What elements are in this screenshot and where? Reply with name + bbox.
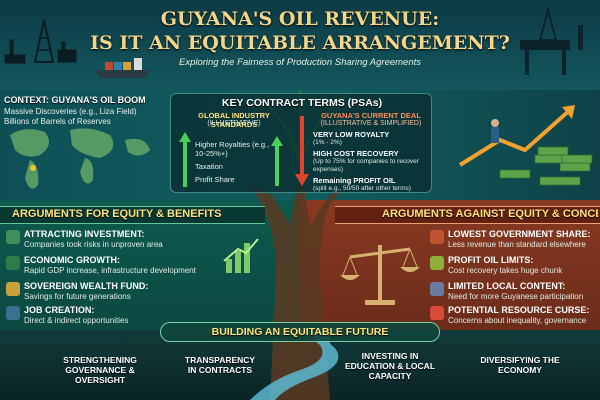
future-item: STRENGTHENING GOVERNANCE & OVERSIGHT: [63, 355, 137, 385]
against-item-title: PROFIT OIL LIMITS:: [448, 255, 534, 265]
global-item: Profit Share: [195, 175, 235, 184]
for-item-detail: Companies took risks in unproven area: [24, 240, 163, 249]
against-item-title: POTENTIAL RESOURCE CURSE:: [448, 305, 590, 315]
money-growth-illustration: [458, 105, 593, 186]
global-items: Higher Royalties (e.g., 10-25%+) Taxatio…: [195, 140, 273, 184]
contract-title: KEY CONTRACT TERMS (PSAs): [221, 97, 383, 109]
bar-chart-icon: [223, 238, 259, 273]
deal-item-detail: (split e.g., 50/50 after other terms): [313, 185, 411, 192]
subtitle: Exploring the Fairness of Production Sha…: [178, 57, 422, 68]
future-title: BUILDING AN EQUITABLE FUTURE: [211, 326, 389, 338]
against-title-bar: [335, 206, 600, 224]
deal-item-title: VERY LOW ROYALTY: [313, 130, 390, 139]
against-item-detail: Cost recovery takes huge chunk: [448, 266, 563, 275]
against-item-title: LOWEST GOVERNMENT SHARE:: [448, 229, 591, 239]
context-panel: CONTEXT: GUYANA'S OIL BOOM Massive Disco…: [0, 95, 160, 195]
people-icon: [430, 282, 444, 296]
against-item-detail: Concerns about inequality, governance: [448, 316, 587, 325]
for-item-title: SOVEREIGN WEALTH FUND:: [24, 281, 149, 291]
up-arrow-icon: [271, 136, 283, 186]
cash-icon: [430, 256, 444, 270]
workers-icon: [6, 306, 20, 320]
for-item-detail: Savings for future generations: [24, 292, 131, 301]
balance-scale-icon: [340, 245, 420, 305]
global-item: Taxation: [195, 162, 223, 171]
offshore-platform-icon: [520, 6, 583, 75]
investment-icon: [6, 230, 20, 244]
for-item-title: ECONOMIC GROWTH:: [24, 255, 120, 265]
title-line-1: GUYANA'S OIL REVENUE:: [160, 8, 440, 30]
context-title: CONTEXT: GUYANA'S OIL BOOM: [4, 95, 146, 105]
warning-icon: [430, 306, 444, 320]
against-panel: ARGUMENTS AGAINST EQUITY & CONCERNS LOWE…: [330, 200, 600, 330]
bank-icon: [6, 282, 20, 296]
contract-panel: KEY CONTRACT TERMS (PSAs) GLOBAL INDUSTR…: [170, 93, 432, 193]
for-item-detail: Rapid GDP increase, infrastructure devel…: [24, 266, 196, 275]
future-title-bar: [160, 322, 440, 342]
location-pin-icon: [30, 165, 36, 171]
deal-subtitle: (ILLUSTRATIVE & SIMPLIFIED): [320, 120, 422, 127]
deal-item-title: Remaining PROFIT OIL: [313, 176, 396, 185]
future-item: TRANSPARENCY IN CONTRACTS: [184, 355, 256, 375]
deal-item-detail: (1% - 2%): [313, 139, 342, 146]
against-item-title: LIMITED LOCAL CONTENT:: [448, 281, 566, 291]
global-title: GLOBAL INDUSTRY STANDARDS: [198, 111, 270, 129]
against-item-detail: Less revenue than standard elsewhere: [448, 240, 586, 249]
deal-items: VERY LOW ROYALTY (1% - 2%) HIGH COST REC…: [313, 130, 431, 193]
context-line-2: Billions of Barrels of Reserves: [4, 117, 111, 126]
against-item-detail: Need for more Guyanese participation: [448, 292, 584, 301]
context-line-1: Massive Discoveries (e.g., Liza Field): [4, 107, 137, 116]
up-arrow-icon: [179, 132, 191, 187]
down-chart-icon: [430, 230, 444, 244]
future-item: DIVERSIFYING THE ECONOMY: [480, 355, 560, 375]
future-item: INVESTING IN EDUCATION & LOCAL CAPACITY: [344, 351, 436, 381]
for-title: ARGUMENTS FOR EQUITY & BENEFITS: [12, 208, 222, 220]
for-item-title: ATTRACTING INVESTMENT:: [24, 229, 145, 239]
ship-icon: [95, 58, 150, 78]
deal-item-title: HIGH COST RECOVERY: [313, 149, 399, 158]
river: [250, 328, 345, 400]
deal-item-detail: (Up to 75% for companies to recover expe…: [313, 158, 419, 173]
title-line-2: IS IT AN EQUITABLE ARRANGEMENT?: [90, 32, 510, 54]
global-item: Higher Royalties (e.g., 10-25%+): [195, 140, 270, 158]
against-title: ARGUMENTS AGAINST EQUITY & CONCERNS: [382, 208, 598, 220]
oil-rig-icon: [4, 19, 77, 64]
world-map: [10, 128, 150, 189]
for-panel: ARGUMENTS FOR EQUITY & BENEFITS ATTRACTI…: [0, 200, 270, 330]
global-subtitle: (ILLUSTRATIVE): [207, 120, 261, 127]
deal-title: GUYANA'S CURRENT DEAL: [321, 111, 421, 120]
growth-chart-icon: [6, 256, 20, 270]
for-item-title: JOB CREATION:: [24, 305, 95, 315]
for-item-detail: Direct & indirect opportunities: [24, 316, 129, 325]
down-arrow-icon: [295, 116, 309, 186]
for-title-bar: [0, 206, 265, 224]
